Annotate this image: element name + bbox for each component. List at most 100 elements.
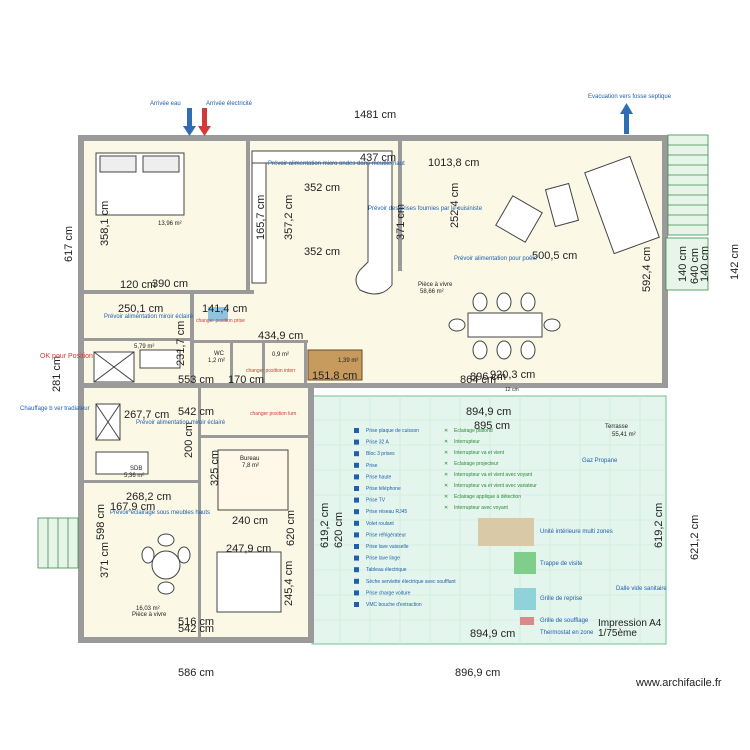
legend-icon [354,532,359,538]
legend-icon [354,451,359,457]
legend-right: ✕ Eclairage plafond ✕ Interrupteur ✕ Interrup… [444,428,537,511]
legend-item: Eclairage projecteur [454,461,499,467]
legend-icon: ✕ [444,439,448,445]
shower-1 [93,349,181,383]
dim-right-top: 142 cm [729,244,741,280]
legend-icon [354,578,359,584]
note-impression: Impression A4 [598,618,662,629]
reprise-box [514,588,536,610]
dim-437: 437 cm [360,152,396,164]
note-chauffage-left: Chauffage b ver tradiateur [20,406,90,412]
legend-item: Interrupteur [454,439,480,445]
room-terrasse-area: 55,41 m² [612,432,636,438]
dim-231: 231,7 cm [175,321,187,366]
dim-stair-inner: 640 cm [689,248,701,284]
legend-icon [354,486,359,491]
note-echelle: 1/75ème [598,628,637,639]
note-septic: Evacuation vers fosse septique [588,94,672,100]
dim-240: 240 cm [232,515,268,527]
dim-267: 267,7 cm [124,409,169,421]
dim-252: 252,4 cm [449,183,461,228]
dim-516: 516 cm [178,616,214,628]
dim-352a: 352 cm [304,182,340,194]
unite-interieure-box [478,518,534,546]
dim-left-top: 617 cm [63,226,75,262]
dim-553: 553 cm [178,374,214,386]
room-sdb2-area: 5,36 m² [124,473,144,479]
legend-icon: ✕ [444,472,448,478]
legend-icon: ✕ [444,483,448,489]
dining-table [448,292,561,360]
dim-170: 170 cm [228,374,264,386]
legend-item: Prise réfrigérateur [366,532,406,538]
legend-icon: ✕ [444,494,448,500]
blue-box [208,307,228,321]
room-sdb1-area: 5,79 m² [134,344,154,350]
legend-icon [354,439,359,445]
kitchen-counter [251,150,393,295]
soufflage-box [520,617,534,625]
note-reprise: Grille de reprise [540,596,583,602]
dim-434: 434,9 cm [258,330,303,342]
room-terrasse-name: Terrasse [605,424,629,430]
legend-item: Interrupteur va et vient avec voyant [454,472,533,478]
room-sdb2-name: SDB [130,466,142,472]
elec-arrival-arrow [198,108,211,136]
dim-920: 920,3 cm [490,369,535,381]
room-pv-area: 58,66 m² [420,289,444,295]
dim-terr-895: 895 cm [474,420,510,432]
legend-icon: ✕ [444,461,448,467]
dim-left-mid: 281 cm [51,356,63,392]
trappe-box [514,552,536,574]
legend-icon [354,590,359,596]
dim-592: 592,4 cm [641,247,653,292]
note-thermostat: Thermostat en zone [540,630,594,636]
legend-icon [354,555,359,561]
stairs-top-right [665,134,709,291]
dim-165: 165,7 cm [255,195,267,240]
dim-left-bottom: 598 cm [95,504,107,540]
dim-terr-619b: 619,2 cm [653,503,665,548]
note-gaz: Gaz Propane [582,458,618,464]
dim-151: 151,8 cm [312,370,357,382]
legend-item: Interrupteur va et vient [454,450,505,456]
archifacile-watermark: www.archifacile.fr [635,677,722,689]
room-pv-name: Pièce à vivre [418,282,453,288]
room-139: 1,39 m² [338,358,358,364]
note-trappe: Trappe de visite [540,561,583,567]
room-wc-name: WC [214,351,225,357]
note-unite: Unité intérieure multi zones [540,529,613,535]
note-dalle: Dalle vide sanitaire [616,586,667,592]
legend-item: Prise [366,463,378,469]
dim-542b: 542 cm [178,623,214,635]
room-bureau-name: Bureau [240,456,259,462]
legend-item: Prise 32 A [366,440,389,446]
note-soufflage: Grille de soufflage [540,618,589,624]
legend-icon [354,602,359,607]
legend-icon [354,474,359,480]
storage-brown [307,349,363,381]
legend-item: Tableau électrique [366,567,407,573]
room-ch1-area: 13,96 m² [158,221,182,227]
room-wc-area: 1,2 m² [208,358,225,364]
round-table-lower [141,533,191,595]
legend-item: Prise lave vaisselle [366,544,409,550]
legend-icon: ✕ [444,428,448,434]
dim-357: 357,2 cm [283,195,295,240]
note-changer3: changer position lum [250,411,296,417]
sofa [495,155,660,255]
legend-icon [354,462,359,468]
septic-arrow [620,103,633,134]
legend-item: Eclairage plafond [454,428,493,434]
dim-terr-620: 620 cm [333,512,345,548]
legend-item: Bloc 3 prises [366,451,395,457]
dim-620a: 620 cm [285,510,297,546]
legend-item: VMC bouche d'extraction [366,602,422,608]
legend-icon [354,509,359,515]
dim-371a: 371 cm [395,204,407,240]
legend-item: Prise plaque de cuisson [366,428,419,434]
legend-icon [354,497,359,503]
dim-500: 500,5 cm [532,250,577,262]
